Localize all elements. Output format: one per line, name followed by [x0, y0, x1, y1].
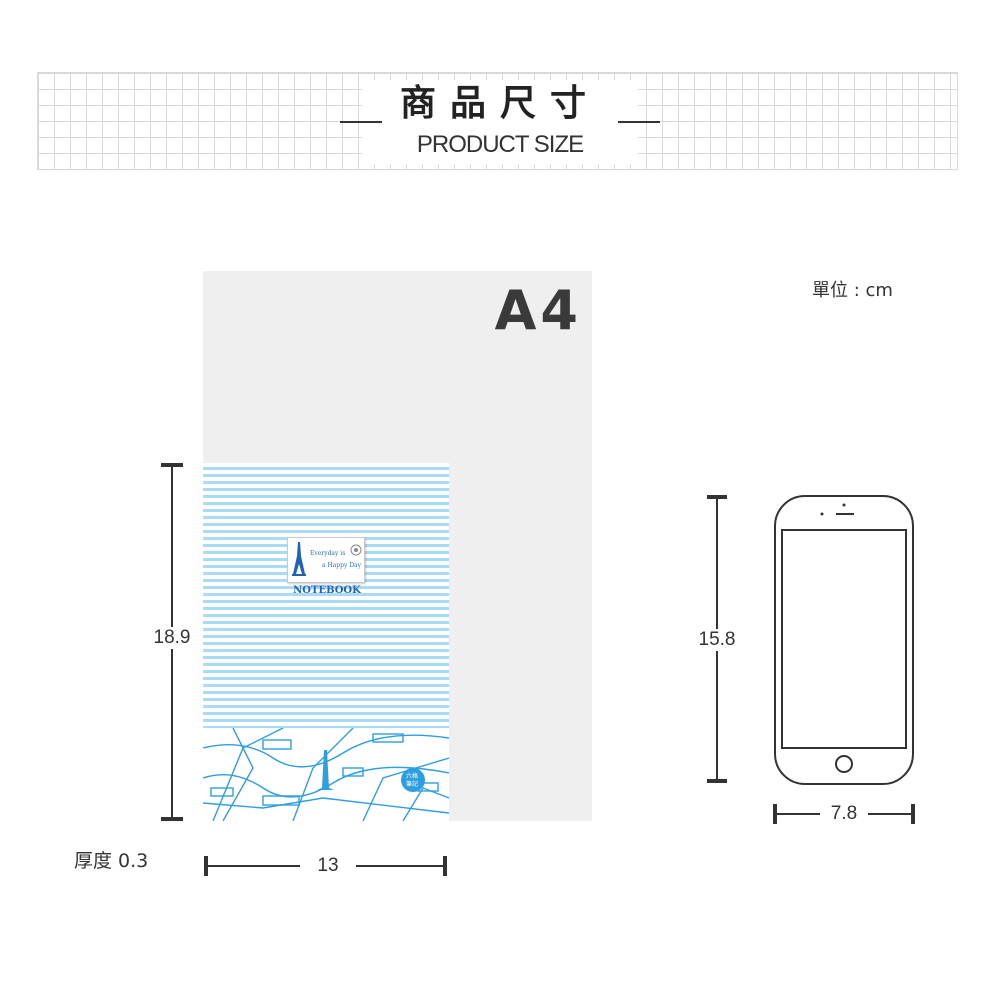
stamp-icon	[350, 544, 362, 556]
notebook-badge: Everyday is a Happy Day	[287, 537, 365, 583]
phone-outline-icon	[774, 495, 914, 785]
phone-width-right-tick	[911, 804, 915, 824]
svg-text:筆記: 筆記	[406, 780, 418, 788]
width-right-tick	[443, 856, 447, 876]
page-subtitle: PRODUCT SIZE	[416, 131, 584, 158]
phone-height-label: 15.8	[692, 629, 742, 651]
title-right-rule	[618, 121, 660, 123]
notebook-width-label: 13	[300, 855, 356, 877]
phone-width-label: 7.8	[820, 803, 868, 825]
height-bottom-tick	[161, 817, 183, 821]
title-left-rule	[340, 121, 382, 123]
notebook-height-label: 18.9	[148, 627, 196, 649]
svg-text:六格: 六格	[406, 772, 418, 780]
badge-line-2: a Happy Day	[322, 562, 362, 569]
notebook-label: NOTEBOOK	[293, 585, 361, 596]
header-title-backdrop	[362, 80, 638, 164]
eiffel-tower-icon	[292, 542, 306, 576]
notebook-map-illustration: 六格 筆記	[203, 728, 449, 821]
a4-label: A4	[494, 279, 582, 342]
phone-height-bottom-tick	[707, 779, 727, 783]
notebook-cover: 六格 筆記 Everyday is a Happy Day NOTEBOOK	[203, 463, 449, 821]
notebook-stripes	[203, 463, 449, 728]
badge-line-1: Everyday is	[310, 550, 346, 557]
page-title: 商品尺寸	[399, 83, 600, 124]
unit-label: 單位 : cm	[812, 280, 893, 301]
notebook-thickness-label: 厚度 0.3	[74, 850, 149, 872]
